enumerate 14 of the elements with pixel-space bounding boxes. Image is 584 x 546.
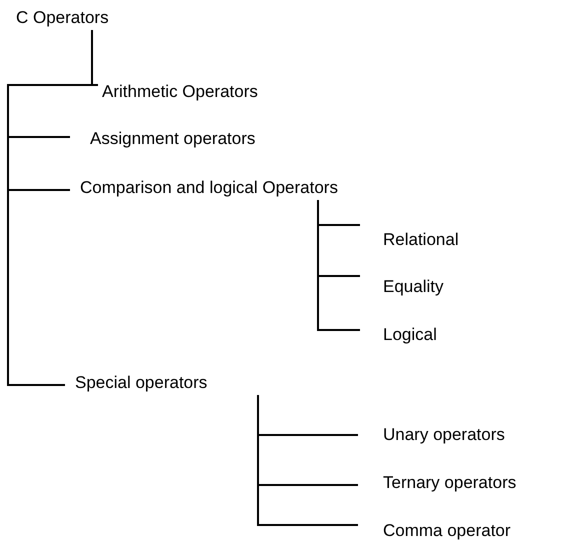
tree-label: Comparison and logical Operators <box>80 178 338 198</box>
tree-label: Unary operators <box>383 425 505 445</box>
tree-label: Ternary operators <box>383 473 516 493</box>
tree-label: Special operators <box>75 373 208 393</box>
tree-label: Logical <box>383 325 437 345</box>
tree-label: Comma operator <box>383 521 511 541</box>
tree-label: C Operators <box>16 8 109 28</box>
tree-label: Arithmetic Operators <box>102 82 258 102</box>
connector-line <box>257 395 358 526</box>
connector-line <box>317 200 360 331</box>
connector-line <box>7 30 93 386</box>
tree-label: Relational <box>383 230 459 250</box>
tree-label: Assignment operators <box>90 129 256 149</box>
tree-label: Equality <box>383 277 444 297</box>
